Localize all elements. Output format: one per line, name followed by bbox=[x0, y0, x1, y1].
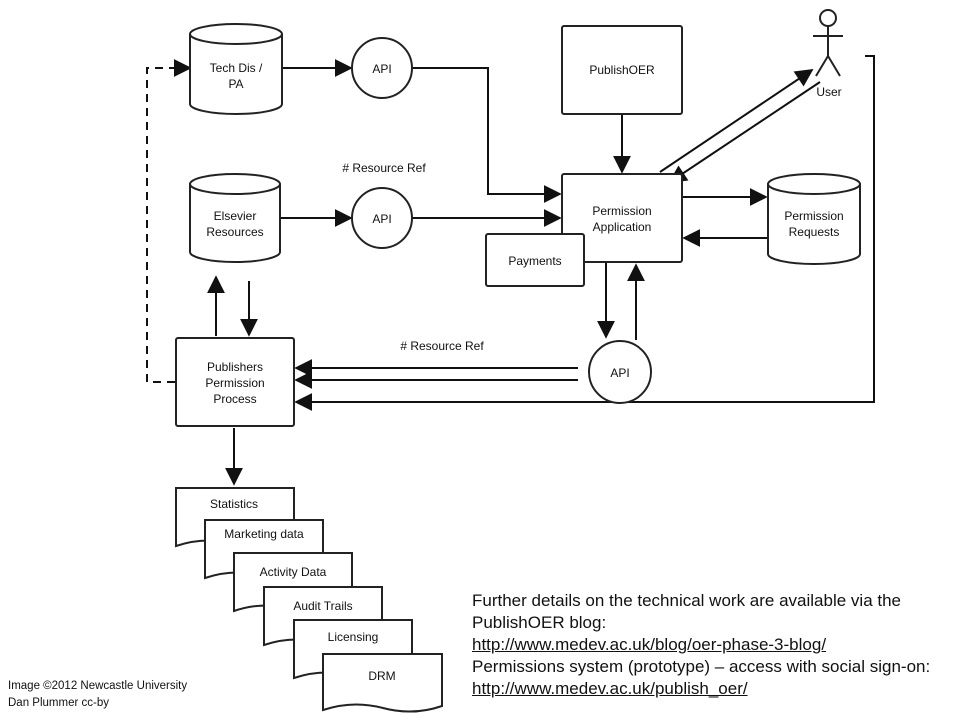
process-label-1: Publishers bbox=[207, 360, 263, 374]
statistics-label: Statistics bbox=[210, 497, 258, 511]
audit-label: Audit Trails bbox=[293, 599, 352, 613]
node-api-mid: API bbox=[351, 187, 413, 249]
node-api-top: API bbox=[351, 37, 413, 99]
activity-label: Activity Data bbox=[260, 565, 327, 579]
prototype-text: Permissions system (prototype) – access … bbox=[472, 657, 931, 676]
credit-line-2: Dan Plummer cc-by bbox=[8, 697, 109, 709]
edge-api-top-to-permission-app bbox=[412, 67, 562, 203]
user-icon bbox=[813, 9, 843, 77]
tech-dis-label-2: PA bbox=[228, 77, 243, 91]
resource-ref-label-top: # Resource Ref bbox=[342, 161, 426, 175]
drm-label: DRM bbox=[368, 669, 395, 683]
edges bbox=[146, 55, 875, 486]
elsevier-label-2: Resources bbox=[206, 225, 263, 239]
process-label-2: Permission bbox=[205, 376, 264, 390]
blog-link[interactable]: http://www.medev.ac.uk/blog/oer-phase-3-… bbox=[472, 635, 827, 654]
node-publishoer: PublishOER bbox=[561, 25, 683, 115]
image-credit: Image ©2012 Newcastle University Dan Plu… bbox=[8, 678, 187, 712]
payments-label: Payments bbox=[508, 254, 561, 268]
edge-user-to-permission-app bbox=[668, 81, 821, 183]
node-publishers-permission-process: Publishers Permission Process bbox=[175, 337, 295, 427]
marketing-label: Marketing data bbox=[224, 527, 304, 541]
node-permission-application: Permission Application bbox=[561, 173, 683, 263]
credit-line-1: Image ©2012 Newcastle University bbox=[8, 680, 188, 692]
api-top-label: API bbox=[372, 62, 391, 76]
node-permission-requests: Permission Requests bbox=[767, 173, 861, 265]
permission-app-label-1: Permission bbox=[592, 204, 651, 218]
node-tech-dis-pa: Tech Dis / PA bbox=[189, 23, 283, 115]
edge-permission-app-to-user bbox=[659, 68, 814, 173]
permission-requests-label-1: Permission bbox=[784, 209, 843, 223]
edge-user-to-process bbox=[294, 55, 875, 411]
resource-ref-label-bottom: # Resource Ref bbox=[400, 339, 484, 353]
details-intro-text: Further details on the technical work ar… bbox=[472, 591, 902, 632]
elsevier-label-1: Elsevier bbox=[214, 209, 257, 223]
node-api-bottom: API bbox=[588, 340, 652, 404]
details-text: Further details on the technical work ar… bbox=[472, 590, 952, 700]
licensing-label: Licensing bbox=[328, 630, 379, 644]
permission-requests-label-2: Requests bbox=[789, 225, 840, 239]
api-bottom-label: API bbox=[610, 366, 629, 380]
tech-dis-label-1: Tech Dis / bbox=[210, 61, 263, 75]
node-elsevier-resources: Elsevier Resources bbox=[189, 173, 281, 263]
permission-app-label-2: Application bbox=[593, 220, 652, 234]
edge-dashed-process-to-techdis bbox=[146, 59, 192, 383]
user-label: User bbox=[816, 85, 841, 99]
prototype-link[interactable]: http://www.medev.ac.uk/publish_oer/ bbox=[472, 679, 748, 698]
api-mid-label: API bbox=[372, 212, 391, 226]
node-user: User bbox=[813, 9, 843, 99]
process-label-3: Process bbox=[213, 392, 256, 406]
publishoer-label: PublishOER bbox=[589, 63, 655, 77]
node-payments: Payments bbox=[485, 233, 585, 287]
node-drm: DRM bbox=[322, 653, 443, 713]
